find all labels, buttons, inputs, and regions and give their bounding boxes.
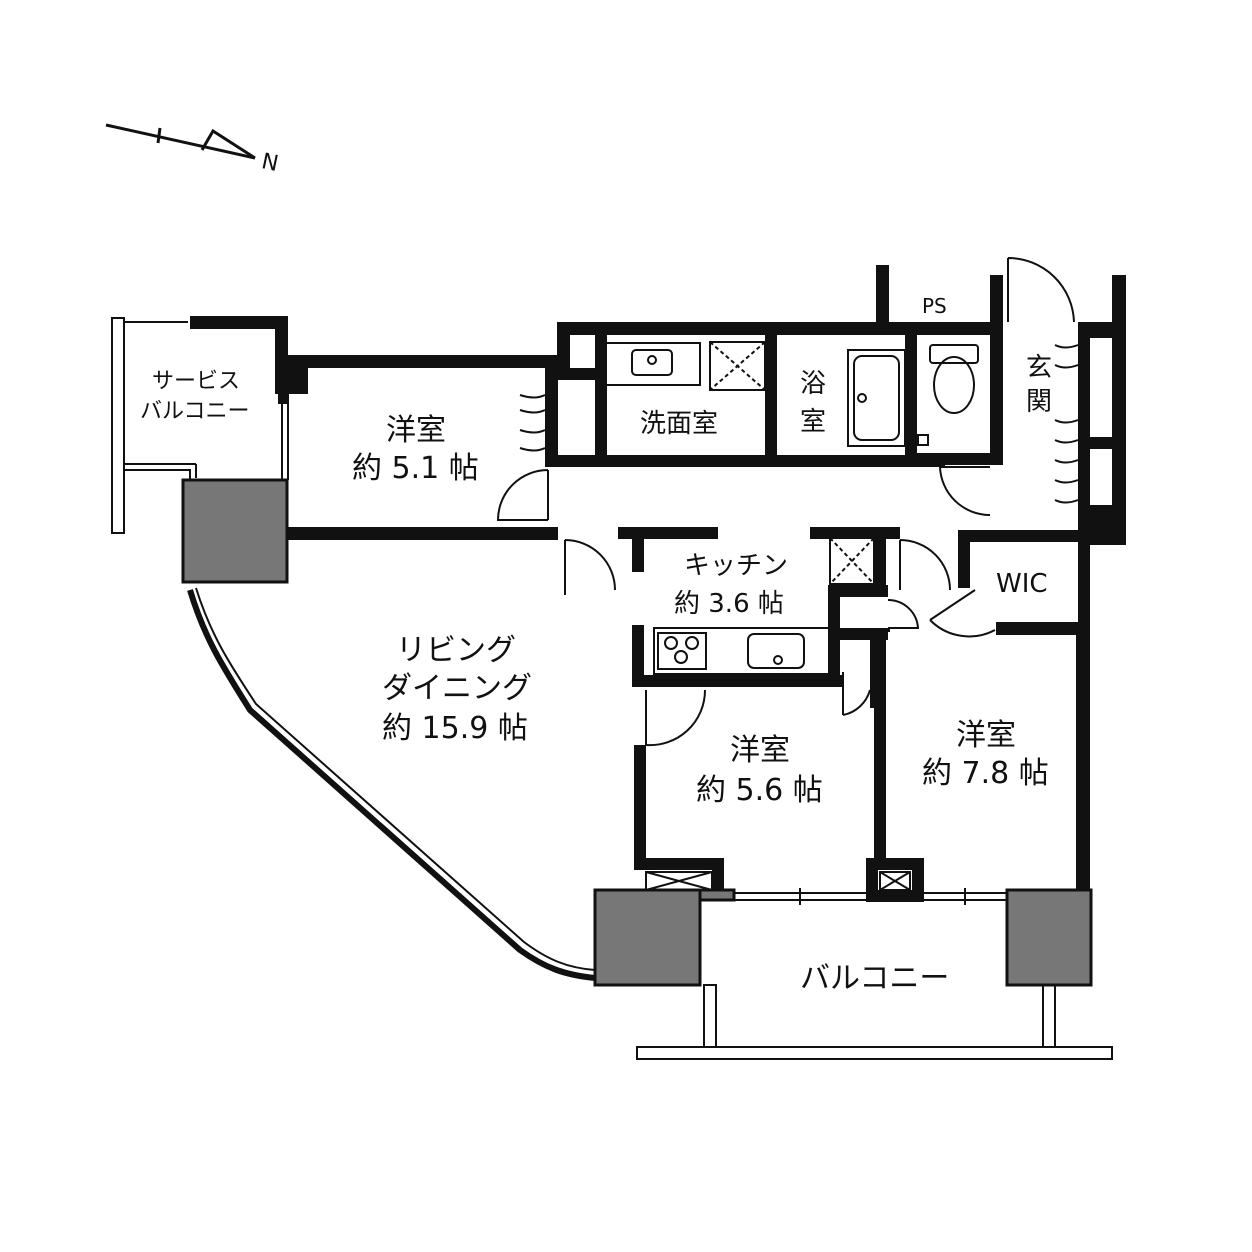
western-room-2-name: 洋室 (730, 733, 790, 768)
wic-label: WIC (996, 569, 1048, 599)
balcony-label: バルコニー (800, 961, 949, 996)
kitchen-name: キッチン (684, 551, 788, 581)
western-room-2-size: 約 5.6 帖 (696, 773, 823, 808)
living-size: 約 15.9 帖 (382, 711, 528, 746)
kitchen-size: 約 3.6 帖 (674, 589, 784, 619)
entrance-label-line1: 玄 (1026, 353, 1052, 383)
curved-facade (187, 587, 596, 981)
walls (190, 265, 1126, 902)
western-room-1-name: 洋室 (386, 413, 446, 448)
western-room-3-size: 約 7.8 帖 (922, 756, 1049, 791)
bathroom-label-line2: 室 (800, 407, 826, 437)
ps-label: PS (922, 294, 947, 318)
north-label: N (259, 149, 280, 177)
washroom-label: 洗面室 (640, 409, 718, 439)
western-room-3-name: 洋室 (956, 718, 1016, 753)
living-label-line2: ダイニング (382, 671, 532, 706)
service-balcony-label-line2: バルコニー (140, 399, 250, 424)
doors (496, 257, 1079, 747)
living-label-line1: リビング (396, 633, 516, 668)
bathroom-label-line1: 浴 (800, 369, 826, 399)
western-room-1-size: 約 5.1 帖 (352, 451, 479, 486)
window-lines (281, 394, 1007, 905)
service-balcony-railing (111, 317, 197, 534)
entrance-label-line2: 関 (1026, 387, 1052, 417)
north-arrow-icon (105, 123, 256, 160)
service-balcony-label-line1: サービス (152, 369, 240, 394)
fixtures (603, 341, 979, 891)
balcony-railing (636, 984, 1113, 1060)
